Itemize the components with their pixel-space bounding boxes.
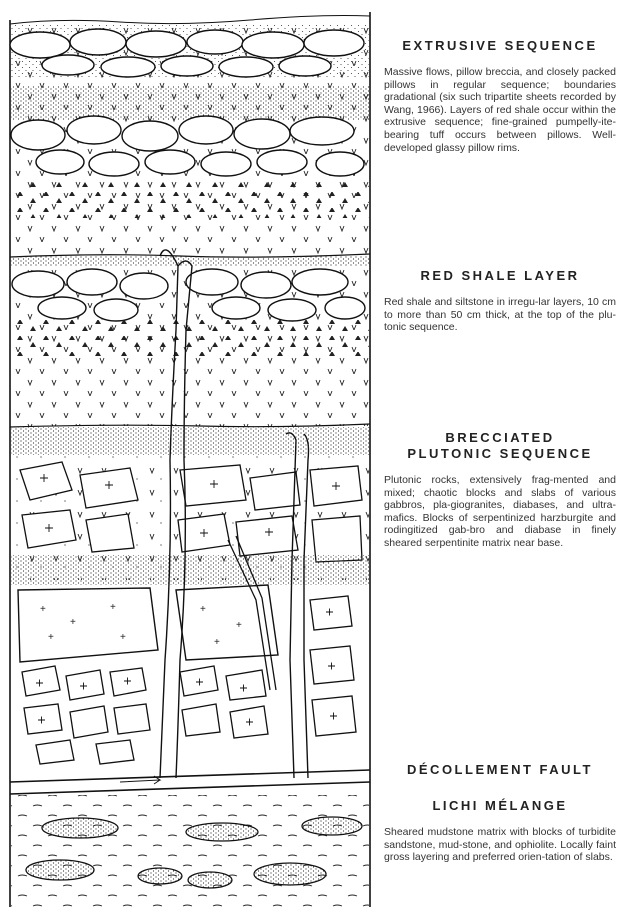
svg-text:+: + bbox=[200, 604, 206, 615]
svg-text:+: + bbox=[48, 632, 54, 643]
brecciated-plutonic-title: BRECCIATED PLUTONIC SEQUENCE bbox=[384, 430, 616, 462]
extrusive-sequence-description: Massive flows, pillow breccia, and close… bbox=[384, 66, 616, 154]
brecciated-plutonic-section: BRECCIATED PLUTONIC SEQUENCE Plutonic ro… bbox=[384, 430, 616, 550]
svg-text:+: + bbox=[70, 617, 76, 628]
extrusive-sequence-section: EXTRUSIVE SEQUENCE Massive flows, pillow… bbox=[384, 38, 616, 154]
brecciated-plutonic-description: Plutonic rocks, extensively frag-mented … bbox=[384, 474, 616, 550]
svg-text:+: + bbox=[110, 602, 116, 613]
svg-text:+: + bbox=[236, 620, 242, 631]
lichi-melange-section: LICHI MÉLANGE Sheared mudstone matrix wi… bbox=[384, 798, 616, 864]
lichi-melange-description: Sheared mudstone matrix with blocks of t… bbox=[384, 826, 616, 864]
lichi-melange-pattern bbox=[11, 795, 369, 907]
svg-text:+: + bbox=[120, 632, 126, 643]
red-shale-layer-description: Red shale and siltstone in irregu-lar la… bbox=[384, 296, 616, 334]
red-shale-layer-section: RED SHALE LAYER Red shale and siltstone … bbox=[384, 268, 616, 334]
decollement-fault-title: DÉCOLLEMENT FAULT bbox=[384, 762, 616, 778]
decollement-fault-section: DÉCOLLEMENT FAULT bbox=[384, 762, 616, 790]
extrusive-sequence-pattern bbox=[10, 24, 370, 257]
svg-text:+: + bbox=[214, 637, 220, 648]
red-shale-layer-title: RED SHALE LAYER bbox=[384, 268, 616, 284]
extrusive-sequence-title: EXTRUSIVE SEQUENCE bbox=[384, 38, 616, 54]
brecciated-plutonic-pattern: + + + + + + + + bbox=[11, 427, 369, 764]
decollement-fault-line bbox=[10, 770, 370, 794]
stratigraphic-column: + + + + + + + + bbox=[0, 0, 380, 907]
svg-text:+: + bbox=[40, 604, 46, 615]
lichi-melange-title: LICHI MÉLANGE bbox=[384, 798, 616, 814]
